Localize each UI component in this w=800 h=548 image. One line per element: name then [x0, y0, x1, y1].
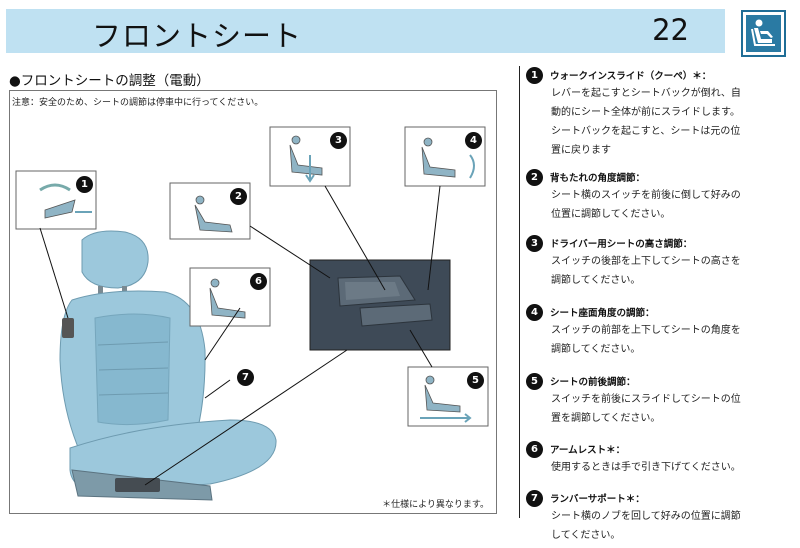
instruction-line: 使用するときは手で引き下げてください。: [551, 462, 741, 473]
instruction-line: レバーを起こすとシートバックが倒れ、自: [551, 88, 741, 99]
instruction-title: 背もたれの角度調節：: [550, 173, 646, 184]
instruction-line: 調節してください。: [551, 275, 641, 286]
instruction-3: 3 ドライバー用シートの高さ調節： スイッチの後部を上下してシートの高さを 調節し…: [526, 234, 796, 290]
instruction-line: スイッチの後部を上下してシートの高さを: [551, 256, 741, 267]
instruction-line: 位置に調節してください。: [551, 209, 671, 220]
instruction-7: 7 ランバーサポート＊： シート横のノブを回して好みの位置に調節 してください。: [526, 489, 796, 545]
page-title: フロントシート: [92, 19, 303, 53]
page-number: 22: [652, 13, 689, 47]
callout-7: 7: [237, 369, 254, 386]
callout-5: 5: [467, 372, 484, 389]
instruction-line: 置に戻ります: [551, 145, 611, 156]
instruction-1: 1 ウォークインスライド（クーペ）＊： レバーを起こすとシートバックが倒れ、自 動…: [526, 66, 796, 160]
seat-icon: [741, 10, 786, 57]
instruction-line: スイッチを前後にスライドしてシートの位: [551, 394, 741, 405]
instruction-6: 6 アームレスト＊： 使用するときは手で引き下げてください。: [526, 440, 796, 477]
instruction-title: ウォークインスライド（クーペ）＊：: [550, 71, 712, 82]
instruction-line: シートバックを起こすと、シートは元の位: [551, 126, 741, 137]
instruction-line: シート横のノブを回して好みの位置に調節: [551, 511, 741, 522]
callout-4: 4: [465, 132, 482, 149]
instruction-2: 2 背もたれの角度調節： シート横のスイッチを前後に倒して好みの 位置に調節してく…: [526, 168, 796, 224]
page-header: フロントシート 22: [6, 9, 725, 53]
instruction-number: 7: [526, 489, 543, 507]
instruction-4: 4 シート座面角度の調節： スイッチの前部を上下してシートの角度を 調節してくださ…: [526, 303, 796, 359]
instruction-number: 1: [526, 66, 543, 84]
instruction-line: 調節してください。: [551, 344, 641, 355]
instruction-title: シートの前後調節：: [550, 377, 636, 388]
column-divider: [519, 66, 520, 518]
instruction-number: 2: [526, 168, 543, 186]
instruction-title: アームレスト＊：: [550, 445, 626, 456]
section-title: ●フロントシートの調整（電動）: [9, 73, 210, 89]
safety-note: 注意：安全のため、シートの調節は停車中に行ってください。: [12, 98, 264, 108]
instruction-line: スイッチの前部を上下してシートの角度を: [551, 325, 741, 336]
instruction-5: 5 シートの前後調節： スイッチを前後にスライドしてシートの位 置を調節してくださ…: [526, 372, 796, 428]
callout-2: 2: [230, 188, 247, 205]
instruction-line: 動的にシート全体が前にスライドします。: [551, 107, 740, 118]
instruction-line: 置を調節してください。: [551, 413, 661, 424]
instruction-line: してください。: [551, 530, 621, 541]
callout-3: 3: [330, 132, 347, 149]
instruction-number: 3: [526, 234, 543, 252]
instruction-title: ランバーサポート＊：: [550, 494, 645, 505]
instruction-number: 4: [526, 303, 543, 321]
instruction-number: 6: [526, 440, 543, 458]
instruction-title: シート座面角度の調節：: [550, 308, 655, 319]
callout-1: 1: [76, 176, 93, 193]
callout-6: 6: [250, 273, 267, 290]
instruction-number: 5: [526, 372, 543, 390]
instruction-line: シート横のスイッチを前後に倒して好みの: [551, 190, 741, 201]
spec-footnote: ＊仕様により異なります。: [382, 500, 489, 510]
instruction-title: ドライバー用シートの高さ調節：: [550, 239, 693, 250]
